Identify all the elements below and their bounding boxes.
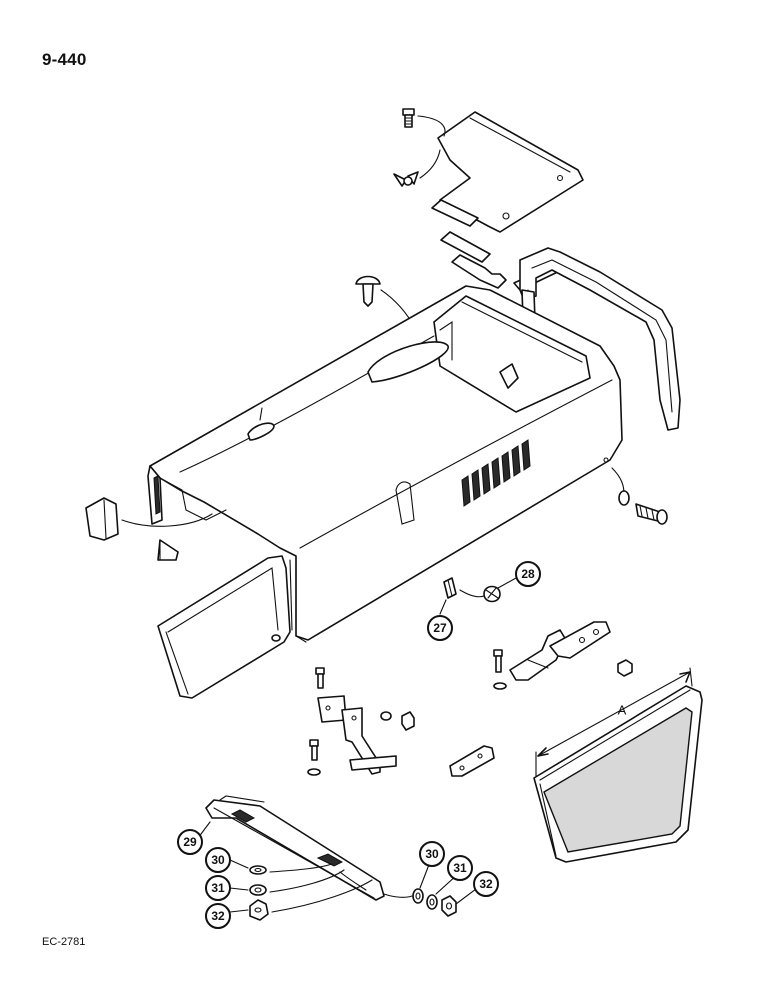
svg-text:32: 32 (479, 877, 493, 891)
lock-washer-31-left (249, 884, 267, 896)
speed-nut-part-28 (459, 585, 501, 603)
nut-32-right (441, 895, 457, 917)
small-latch-bracket (449, 745, 495, 777)
callout-30-right: 30 (419, 841, 445, 867)
callout-27: 27 (427, 615, 453, 641)
svg-text:27: 27 (433, 621, 447, 635)
svg-text:29: 29 (183, 835, 197, 849)
bottom-rail-part-29 (205, 795, 385, 901)
left-side-panel (157, 555, 291, 699)
callout-31-right: 31 (447, 855, 473, 881)
washer-30-left (249, 865, 267, 875)
dimension-label: A (618, 703, 627, 718)
washer-30-right (412, 888, 424, 904)
wing-nut-icon (393, 149, 441, 187)
callout-32-right: 32 (473, 871, 499, 897)
svg-text:32: 32 (211, 909, 225, 923)
svg-text:31: 31 (453, 861, 467, 875)
hood-pad-icon (85, 497, 213, 541)
right-side-panel (533, 685, 703, 863)
clip-part-27 (443, 577, 457, 599)
cover-screw-icon (402, 108, 446, 137)
upper-right-bracket (493, 621, 633, 690)
top-cover-plate (437, 111, 584, 233)
svg-text:28: 28 (521, 567, 535, 581)
nut-32-left (249, 899, 269, 921)
svg-text:30: 30 (211, 853, 225, 867)
page-number: 9-440 (42, 50, 87, 69)
callout-29: 29 (177, 829, 203, 855)
center-bracket (307, 667, 415, 776)
rear-bolt-icon (611, 467, 668, 525)
callout-30-left: 30 (205, 847, 231, 873)
callout-32-left: 32 (205, 903, 231, 929)
lock-washer-31-right (426, 894, 438, 910)
hood-louvres (461, 439, 531, 507)
hood-body (147, 285, 623, 643)
callout-31-left: 31 (205, 875, 231, 901)
drawing-code: EC-2781 (42, 936, 86, 948)
dimension-a: A (535, 667, 693, 777)
svg-text:31: 31 (211, 881, 225, 895)
callout-28: 28 (515, 561, 541, 587)
svg-text:30: 30 (425, 847, 439, 861)
